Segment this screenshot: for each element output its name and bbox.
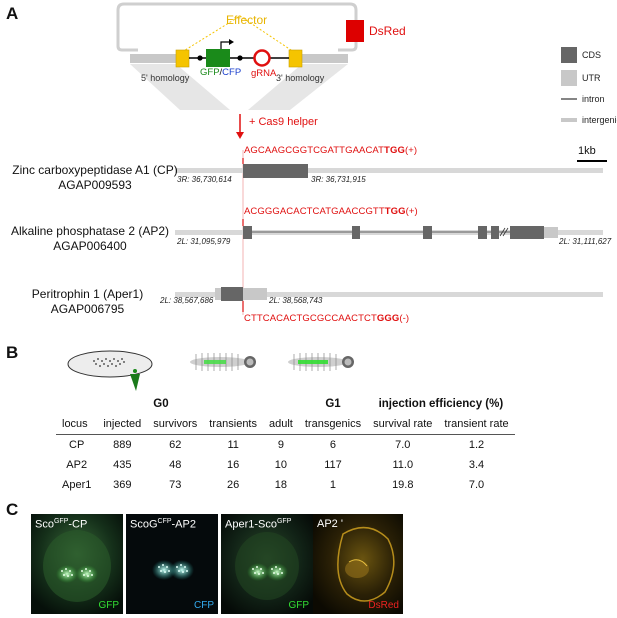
legend-intron-label: intron bbox=[582, 94, 605, 104]
micrograph-scog-cfp-ap2: ScoGCFP-AP2 CFP bbox=[126, 514, 218, 614]
channel-label: GFP bbox=[288, 600, 309, 611]
gene-ap2-coord-right: 2L: 31,111,627 bbox=[559, 237, 612, 246]
scale-bar-label: 1kb bbox=[578, 145, 596, 157]
aper1-cds bbox=[221, 287, 243, 301]
homology3-label: 3' homology bbox=[276, 73, 325, 83]
cell-injected: 889 bbox=[113, 439, 132, 451]
panel-label-a: A bbox=[6, 4, 19, 23]
micrograph-label: Aper1-ScoGFP bbox=[225, 518, 292, 531]
cell-survivors: 73 bbox=[169, 479, 182, 491]
legend-intergenic-label: intergenic bbox=[582, 115, 617, 125]
cell-survival-rate: 7.0 bbox=[395, 439, 411, 451]
injection-table: G0 G1 injection efficiency (%) locus inj… bbox=[56, 394, 515, 495]
gene-aper1-grna: CTTCACACTGCGCCAACTCTGGG(-) bbox=[244, 313, 410, 324]
gene-aper1-coord-right: 2L: 38,568,743 bbox=[269, 296, 323, 305]
panel-label-b: B bbox=[6, 343, 19, 362]
legend-cds-label: CDS bbox=[582, 50, 602, 60]
cell-transient-rate: 7.0 bbox=[468, 479, 485, 491]
cell-locus: Aper1 bbox=[62, 479, 92, 491]
micrograph-sco-gfp-cp: ScoGFP-CP GFP bbox=[31, 514, 123, 614]
cell-survivors: 62 bbox=[169, 439, 182, 451]
col-header: transient rate bbox=[438, 414, 515, 435]
panel-label-c: C bbox=[6, 500, 19, 519]
gene-ap2-name: Alkaline phosphatase 2 (AP2)AGAP006400 bbox=[10, 224, 170, 253]
egg-larva-illustration bbox=[67, 350, 354, 391]
gene-cp-grna: AGCAAGCGGTCGATTGAACATTGG(+) bbox=[244, 145, 418, 156]
micrograph-ap2-dsred: AP2 ' DsRed bbox=[313, 514, 403, 614]
panel-a-diagram bbox=[116, 2, 607, 315]
col-header: transgenics bbox=[298, 414, 368, 435]
cell-locus: AP2 bbox=[66, 459, 88, 471]
micrograph-label: ScoGCFP-AP2 bbox=[130, 518, 196, 531]
cas9-helper-label: + Cas9 helper bbox=[249, 116, 318, 128]
col-header: survival rate bbox=[367, 414, 439, 435]
cell-transients: 11 bbox=[227, 439, 239, 451]
legend-utr-label: UTR bbox=[582, 73, 601, 83]
table-row: Aper1 369 73 26 18 1 19.8 7.0 bbox=[56, 475, 515, 495]
cell-injected: 435 bbox=[113, 459, 132, 471]
legend-intergenic-swatch bbox=[561, 118, 577, 122]
table-row: CP 889 62 11 9 6 7.0 1.2 bbox=[56, 435, 515, 456]
legend-cds-swatch bbox=[561, 47, 577, 63]
cell-transgenics: 1 bbox=[329, 479, 337, 491]
cell-adult: 9 bbox=[277, 439, 284, 451]
gene-aper1-coord-left: 2L: 38,567,686 bbox=[160, 296, 214, 305]
micrograph-aper1-sco-gfp: Aper1-ScoGFP GFP bbox=[221, 514, 313, 614]
group-g1-header: G1 bbox=[325, 398, 341, 410]
gene-cp-coord-left: 3R: 36,730,614 bbox=[177, 175, 232, 184]
channel-label: CFP bbox=[194, 600, 214, 611]
cell-transient-rate: 1.2 bbox=[468, 439, 485, 451]
cell-transients: 26 bbox=[227, 479, 240, 491]
cell-transgenics: 117 bbox=[324, 459, 342, 471]
gfp-cfp-label: GFP/CFP bbox=[200, 67, 242, 78]
effector-label: Effector bbox=[226, 13, 268, 27]
cell-injected: 369 bbox=[113, 479, 132, 491]
col-header: adult bbox=[263, 414, 299, 435]
cell-locus: CP bbox=[69, 439, 85, 451]
micrograph-label: ScoGFP-CP bbox=[35, 518, 88, 531]
col-header: survivors bbox=[147, 414, 204, 435]
gene-cp-name: Zinc carboxypeptidase A1 (CP)AGAP009593 bbox=[12, 163, 178, 192]
cell-adult: 10 bbox=[274, 459, 288, 471]
channel-label: DsRed bbox=[368, 600, 399, 611]
group-efficiency-header: injection efficiency (%) bbox=[378, 398, 504, 410]
col-header: injected bbox=[97, 414, 148, 435]
cell-survival-rate: 19.8 bbox=[392, 479, 414, 491]
grna-label: gRNA bbox=[251, 68, 277, 79]
group-g0-header: G0 bbox=[153, 398, 169, 410]
dsred-label: DsRed bbox=[369, 24, 406, 38]
col-header: locus bbox=[56, 414, 98, 435]
gene-aper1-name: Peritrophin 1 (Aper1)AGAP006795 bbox=[31, 287, 144, 316]
cell-transient-rate: 3.4 bbox=[468, 459, 485, 471]
cell-survivors: 48 bbox=[169, 459, 182, 471]
micrograph-label: AP2 ' bbox=[317, 518, 343, 530]
table-row: AP2 435 48 16 10 117 11.0 3.4 bbox=[56, 455, 515, 475]
homology5-label: 5' homology bbox=[141, 73, 190, 83]
gene-ap2-grna: ACGGGACACTCATGAACCGTTTGG(+) bbox=[244, 206, 418, 217]
gene-ap2-coord-left: 2L: 31,095,979 bbox=[177, 237, 231, 246]
cell-survival-rate: 11.0 bbox=[392, 459, 414, 471]
cp-cds bbox=[243, 164, 308, 178]
channel-label: GFP bbox=[98, 600, 119, 611]
gene-cp-coord-right: 3R: 36,731,915 bbox=[311, 175, 366, 184]
legend-utr-swatch bbox=[561, 70, 577, 86]
cell-adult: 18 bbox=[274, 479, 288, 491]
cell-transgenics: 6 bbox=[329, 439, 337, 451]
cell-transients: 16 bbox=[227, 459, 240, 471]
col-header: transients bbox=[203, 414, 263, 435]
